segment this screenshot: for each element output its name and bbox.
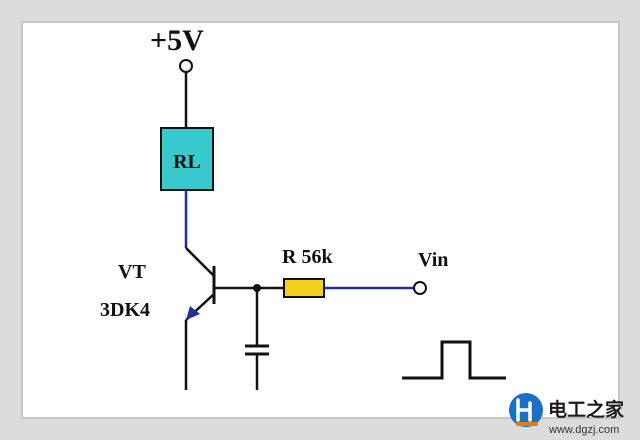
logo-accent-icon: [516, 422, 538, 426]
transistor-emitter-arrow: [186, 306, 200, 320]
transistor-name-label: VT: [118, 261, 146, 283]
resistor-r: [283, 278, 325, 298]
watermark-logo: [509, 393, 543, 427]
input-terminal: [413, 281, 427, 295]
watermark-name: 电工之家: [548, 398, 625, 421]
watermark-url: www.dgzj.com: [548, 424, 619, 436]
resistor-label: R 56k: [282, 246, 333, 268]
input-pulse-waveform: [402, 340, 506, 380]
transistor-collector-lead: [185, 247, 215, 277]
logo-h-glyph-icon: [516, 398, 532, 422]
supply-label: +5V: [150, 24, 204, 57]
input-label: Vin: [418, 249, 448, 271]
diagram-frame: [21, 21, 620, 419]
supply-terminal: [179, 59, 193, 73]
transistor-model-label: 3DK4: [100, 299, 150, 321]
transistor-vt: [185, 247, 216, 321]
relay-label: RL: [173, 151, 201, 173]
